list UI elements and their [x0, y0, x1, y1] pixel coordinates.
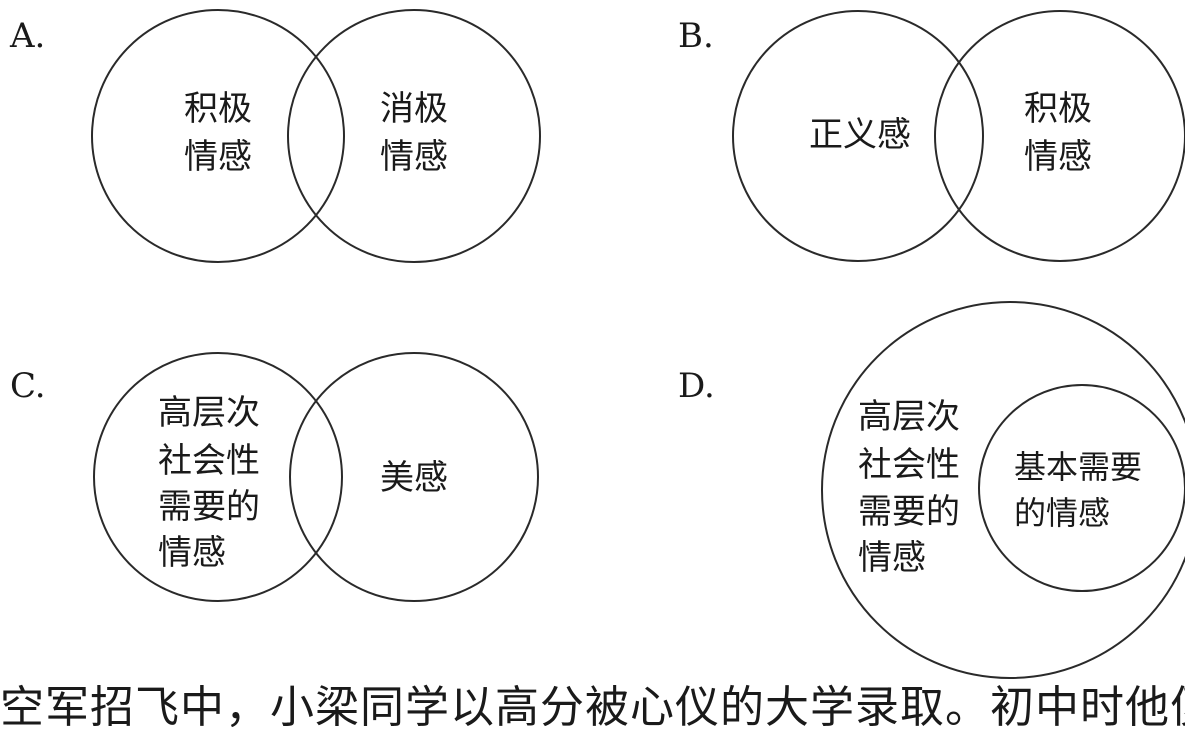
option-b-right-label-line2: 情感 [1024, 137, 1092, 177]
option-a-label: A. [9, 16, 45, 56]
option-b-right-label-line1: 积极 [1024, 89, 1092, 129]
option-d-inner-circle [978, 384, 1185, 592]
option-d-outer-label-line4: 情感 [858, 538, 926, 578]
option-d-outer-label-line2: 社会性 [858, 445, 960, 485]
option-c-left-label-line2: 社会性 [158, 441, 260, 481]
option-c-left-label-line3: 需要的 [158, 487, 260, 527]
option-b-left-circle [732, 10, 984, 262]
option-d-inner-label-line2: 的情感 [1014, 494, 1110, 532]
option-d-outer-label-line3: 需要的 [858, 492, 960, 532]
option-b-right-circle [934, 10, 1185, 262]
option-a-right-label-line2: 情感 [380, 137, 448, 177]
option-a: A. 积极 情感 消极 情感 [9, 9, 541, 263]
option-a-left-circle [91, 9, 345, 263]
option-d: D. 高层次 社会性 需要的 情感 基本需要 的情感 [678, 301, 1185, 679]
option-d-inner-label-line1: 基本需要 [1014, 448, 1142, 486]
option-a-right-circle [287, 9, 541, 263]
option-c-left-label-line4: 情感 [158, 533, 226, 573]
option-d-outer-circle [821, 301, 1185, 679]
option-b-left-label: 正义感 [809, 115, 911, 155]
question-text-line: 空军招飞中，小梁同学以高分被心仪的大学录取。初中时他便对保家 [0, 682, 1185, 733]
option-c-right-circle [289, 352, 539, 602]
option-c-right-label: 美感 [380, 458, 448, 498]
option-c-left-label-line1: 高层次 [158, 393, 260, 433]
option-d-label: D. [678, 366, 715, 406]
option-a-right-label-line1: 消极 [380, 89, 448, 129]
option-a-left-label-line1: 积极 [184, 89, 252, 129]
option-c: C. 高层次 社会性 需要的 情感 美感 [10, 352, 539, 602]
option-c-label: C. [10, 366, 46, 406]
diagram-canvas: A. 积极 情感 消极 情感 B. 正义感 积极 情感 C. 高层次 社会性 需… [9, 9, 1185, 679]
option-d-outer-label-line1: 高层次 [858, 397, 960, 437]
option-a-left-label-line2: 情感 [184, 137, 252, 177]
option-b: B. 正义感 积极 情感 [678, 10, 1185, 262]
option-b-label: B. [678, 16, 714, 56]
option-c-left-circle [93, 352, 343, 602]
